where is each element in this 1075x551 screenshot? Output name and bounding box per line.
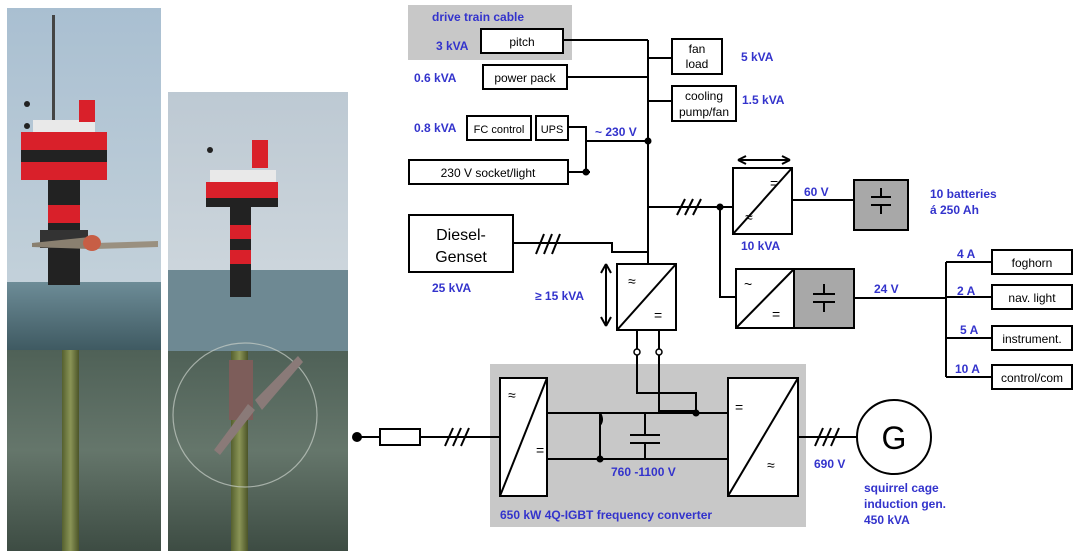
generator-voltage: 690 V — [814, 457, 845, 471]
power-pack-label: power pack — [494, 71, 556, 85]
generator-line1: squirrel cage — [864, 481, 939, 495]
pitch-power: 3 kVA — [436, 39, 469, 53]
fan-load-power: 5 kVA — [741, 50, 774, 64]
cooling-power: 1.5 kVA — [742, 93, 785, 107]
cooling-line2: pump/fan — [679, 105, 729, 119]
load-current-1: 2 A — [957, 284, 976, 298]
generator-symbol — [856, 399, 932, 475]
fc-right-dc: = — [735, 399, 743, 415]
ups-label: UPS — [541, 124, 564, 136]
dc-link-voltage: 760 -1100 V — [611, 465, 676, 479]
load-label-3: control/com — [1001, 371, 1063, 385]
batteries-line1: 10 batteries — [930, 187, 997, 201]
batteries-line2: á 250 Ah — [930, 203, 979, 217]
fc-right-ac: ≈ — [767, 457, 775, 473]
charger-dc-symbol: = — [770, 175, 778, 191]
cable-resistor — [379, 428, 421, 446]
load-box-1 — [991, 284, 1073, 310]
aux-ac-symbol: ≈ — [628, 273, 636, 289]
fan-load-line2: load — [686, 57, 709, 71]
load-box-3 — [991, 364, 1073, 390]
inverter-ac-symbol: ~ — [744, 276, 752, 292]
power-pack-power: 0.6 kVA — [414, 71, 457, 85]
load-current-3: 10 A — [955, 362, 980, 376]
tidal-turbine-submerged-photo — [168, 92, 348, 551]
drive-train-cable-label: drive train cable — [432, 10, 524, 24]
voltage-24-label: 24 V — [874, 282, 899, 296]
fc-control-label: FC control — [474, 124, 525, 136]
diesel-line2: Genset — [435, 249, 487, 266]
fc-control-box — [466, 115, 532, 141]
pitch-label: pitch — [509, 35, 534, 49]
generator-line2: induction gen. — [864, 497, 946, 511]
cooling-line1: cooling — [685, 89, 723, 103]
charger-ac-symbol: ≈ — [745, 209, 753, 225]
generator-line3: 450 kVA — [864, 513, 910, 527]
load-box-2 — [991, 325, 1073, 351]
tidal-turbine-raised-photo — [7, 8, 161, 551]
aux-dc-symbol: = — [654, 307, 662, 323]
power-pack-box — [482, 64, 568, 90]
socket-light-box — [408, 159, 569, 185]
charger-voltage: 60 V — [804, 185, 829, 199]
voltage-230-label: ~ 230 V — [595, 125, 637, 139]
fc-left-ac: ≈ — [508, 387, 516, 403]
load-label-1: nav. light — [1008, 291, 1056, 305]
aux-converter-power: ≥ 15 kVA — [535, 289, 584, 303]
fc-left-dc: = — [536, 442, 544, 458]
load-label-2: instrument. — [1002, 332, 1061, 346]
load-label-0: foghorn — [1012, 256, 1053, 270]
fan-load-box — [671, 38, 723, 75]
socket-light-label: 230 V socket/light — [441, 166, 536, 180]
ups-box — [535, 115, 569, 141]
turbine-photos — [7, 8, 348, 551]
load-current-2: 5 A — [960, 323, 979, 337]
cooling-box — [671, 85, 737, 122]
pitch-box — [480, 28, 564, 54]
diesel-genset-box — [408, 214, 514, 273]
generator-letter: G — [882, 420, 907, 456]
diesel-power: 25 kVA — [432, 281, 471, 295]
fan-load-line1: fan — [689, 42, 706, 56]
capacitor-24-box — [793, 268, 855, 329]
charger-power: 10 kVA — [741, 239, 780, 253]
load-current-0: 4 A — [957, 247, 976, 261]
inverter-dc-symbol: = — [772, 306, 780, 322]
diesel-line1: Diesel- — [436, 227, 486, 244]
frequency-converter-label: 650 kW 4Q-IGBT frequency converter — [500, 508, 712, 522]
fc-control-power: 0.8 kVA — [414, 121, 457, 135]
load-box-0 — [991, 249, 1073, 275]
